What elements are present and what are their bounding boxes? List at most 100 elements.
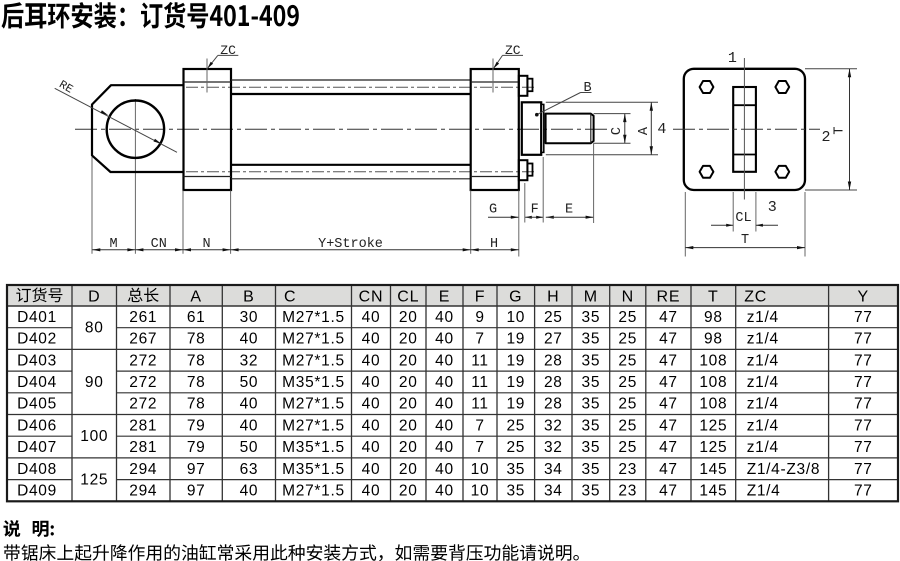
svg-text:H: H [547,288,559,305]
svg-text:23: 23 [618,482,637,499]
svg-text:M: M [584,288,598,305]
svg-text:2: 2 [821,129,830,146]
svg-text:78: 78 [187,396,206,413]
svg-text:125: 125 [699,417,727,434]
svg-text:20: 20 [399,482,418,499]
svg-text:ZC: ZC [744,288,767,305]
svg-text:25: 25 [618,309,637,326]
svg-text:20: 20 [399,352,418,369]
svg-text:50: 50 [240,374,259,391]
svg-text:19: 19 [506,396,525,413]
svg-text:100: 100 [80,428,108,445]
svg-text:z1/4: z1/4 [747,331,779,348]
svg-text:H: H [490,237,498,252]
svg-text:11: 11 [471,396,489,413]
svg-text:z1/4: z1/4 [747,396,779,413]
svg-text:40: 40 [435,461,454,478]
svg-text:11: 11 [471,374,489,391]
svg-text:125: 125 [80,472,108,489]
svg-text:40: 40 [435,352,454,369]
svg-text:34: 34 [544,461,563,478]
svg-text:35: 35 [582,309,601,326]
svg-text:32: 32 [544,439,563,456]
svg-text:40: 40 [240,396,259,413]
svg-text:G: G [509,288,522,305]
svg-text:z1/4: z1/4 [747,374,779,391]
svg-text:77: 77 [854,309,873,326]
svg-text:D406: D406 [17,417,57,434]
svg-text:35: 35 [582,482,601,499]
svg-text:40: 40 [435,331,454,348]
svg-text:D407: D407 [17,439,57,456]
svg-text:D409: D409 [17,482,57,499]
svg-text:272: 272 [129,352,157,369]
svg-text:D408: D408 [17,461,57,478]
svg-text:C: C [610,127,625,135]
svg-text:47: 47 [659,417,678,434]
svg-text:25: 25 [506,439,525,456]
svg-text:40: 40 [362,352,381,369]
svg-text:77: 77 [854,331,873,348]
svg-text:108: 108 [699,396,727,413]
svg-text:z1/4: z1/4 [747,352,779,369]
svg-text:T: T [741,233,749,248]
svg-text:294: 294 [129,461,157,478]
svg-text:4: 4 [657,121,666,138]
svg-text:272: 272 [129,396,157,413]
svg-text:B: B [583,81,591,96]
svg-text:80: 80 [85,320,104,337]
svg-text:28: 28 [544,352,563,369]
svg-text:35: 35 [582,374,601,391]
svg-text:N: N [202,237,210,252]
svg-text:30: 30 [240,309,259,326]
svg-text:T: T [708,288,719,305]
svg-text:40: 40 [362,331,381,348]
svg-text:M27*1.5: M27*1.5 [282,331,345,348]
svg-text:D405: D405 [17,396,57,413]
svg-text:40: 40 [240,482,259,499]
svg-text:25: 25 [544,309,563,326]
svg-text:7: 7 [475,417,484,434]
svg-text:D404: D404 [17,374,57,391]
svg-text:108: 108 [699,374,727,391]
svg-text:25: 25 [618,439,637,456]
svg-text:40: 40 [435,417,454,434]
svg-text:40: 40 [435,396,454,413]
svg-text:20: 20 [399,396,418,413]
svg-text:CL: CL [397,288,419,305]
svg-text:40: 40 [362,374,381,391]
svg-text:28: 28 [544,374,563,391]
svg-text:F: F [531,203,539,218]
svg-text:C: C [284,288,296,305]
svg-text:61: 61 [187,309,206,326]
svg-text:40: 40 [435,439,454,456]
svg-text:40: 40 [435,482,454,499]
svg-text:M27*1.5: M27*1.5 [282,352,345,369]
svg-text:11: 11 [471,352,489,369]
svg-text:32: 32 [544,417,563,434]
svg-text:M35*1.5: M35*1.5 [282,461,345,478]
svg-text:z1/4: z1/4 [747,417,779,434]
svg-text:25: 25 [618,374,637,391]
svg-text:Y: Y [858,288,869,305]
svg-text:281: 281 [129,417,157,434]
svg-text:28: 28 [544,396,563,413]
svg-text:10: 10 [471,482,490,499]
svg-text:10: 10 [471,461,490,478]
svg-text:7: 7 [475,439,484,456]
svg-text:E: E [439,288,450,305]
svg-text:34: 34 [544,482,563,499]
svg-text:25: 25 [506,417,525,434]
svg-text:25: 25 [618,417,637,434]
svg-text:77: 77 [854,352,873,369]
svg-text:47: 47 [659,352,678,369]
svg-text:CL: CL [735,211,751,226]
svg-text:78: 78 [187,374,206,391]
svg-text:M27*1.5: M27*1.5 [282,417,345,434]
svg-text:97: 97 [187,461,206,478]
svg-text:261: 261 [129,309,157,326]
svg-text:125: 125 [699,439,727,456]
svg-text:40: 40 [362,461,381,478]
svg-text:98: 98 [704,309,723,326]
svg-text:40: 40 [362,482,381,499]
